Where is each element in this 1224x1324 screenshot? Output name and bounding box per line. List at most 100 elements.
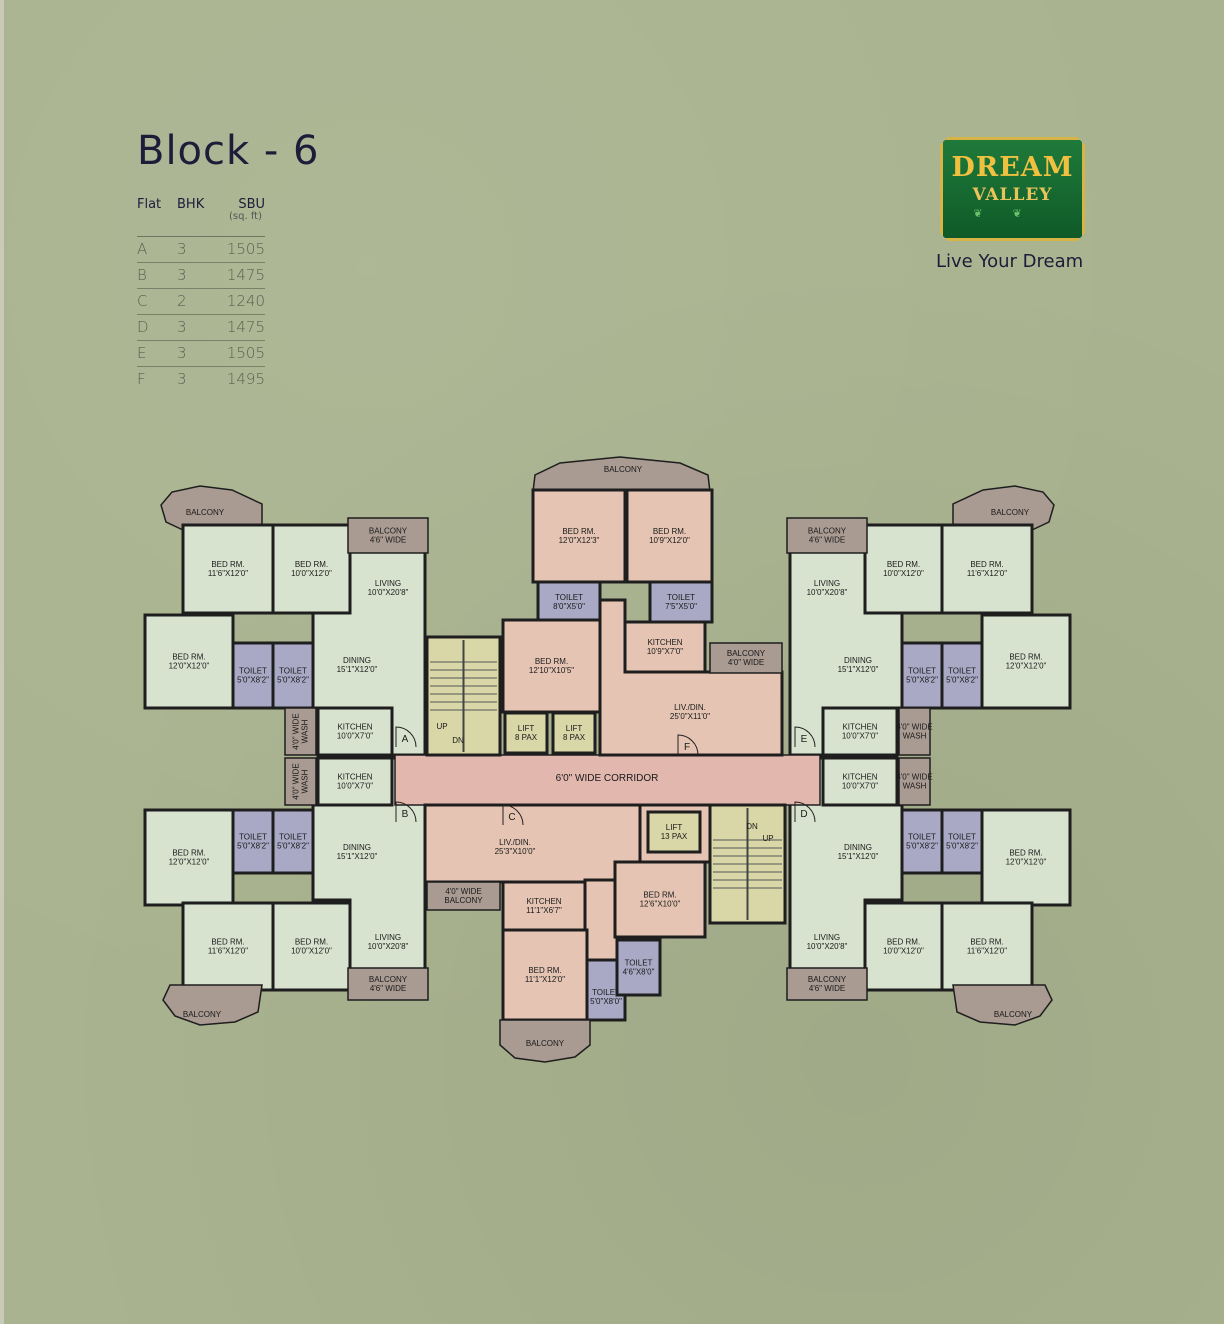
- room-text: LIV./DIN.25'3"X10'0": [495, 838, 536, 856]
- room-label: LIVING: [375, 933, 401, 942]
- room-label: LIVING: [814, 579, 840, 588]
- room-label: LIV./DIN.: [674, 703, 706, 712]
- door-swing-icon: [794, 801, 816, 823]
- room-text: BED RM.10'0"X12'0": [291, 560, 332, 578]
- logo-line2: VALLEY: [972, 185, 1053, 205]
- cell-flat: C: [137, 292, 148, 310]
- room-dim: 5'0"X8'2": [277, 842, 309, 851]
- room-dim: BALCONY: [444, 896, 483, 905]
- flat-door-a: A: [395, 726, 417, 748]
- room-s2-dn: DN: [746, 822, 758, 831]
- room-dim: 4'0" WIDE: [728, 658, 764, 667]
- room-text: BED RM.10'0"X12'0": [883, 560, 924, 578]
- room-dim: 10'0"X20'8": [807, 942, 848, 951]
- dream-valley-logo: DREAM VALLEY ❦❦: [940, 137, 1085, 241]
- room-a-balc-c: BALCONY: [160, 485, 263, 531]
- cell-bhk: 3: [177, 370, 187, 388]
- room-e-bed3: BED RM.12'0"X12'0": [980, 613, 1072, 710]
- room-text: BED RM.12'0"X12'0": [1006, 653, 1047, 671]
- room-e-bed1: BED RM.11'6"X12'0": [940, 523, 1034, 615]
- room-dim: 12'0"X12'0": [169, 858, 210, 867]
- room-dim: 15'1"X12'0": [337, 665, 378, 674]
- room-b-wash: 4'0" WIDEWASH: [284, 757, 317, 806]
- room-dim: 11'6"X12'0": [208, 569, 248, 578]
- cell-sbu: 1505: [226, 344, 265, 362]
- room-text: BED RM.12'10"X10'5": [529, 657, 574, 675]
- room-label: TOILET: [279, 833, 307, 842]
- room-s2-up: UP: [762, 834, 773, 843]
- room-label: BED RM.: [528, 966, 561, 975]
- room-dim: 11'1"X12'0": [525, 975, 565, 984]
- room-dim: 4'6"X8'0": [623, 968, 655, 977]
- room-label: TOILET: [625, 959, 653, 968]
- room-dim: WASH: [301, 769, 310, 793]
- room-text: BED RM.12'6"X10'0": [640, 891, 681, 909]
- room-dim: 11'6"X12'0": [967, 569, 1007, 578]
- room-text: 4'0" WIDEWASH: [292, 713, 310, 749]
- cell-bhk: 2: [177, 292, 187, 310]
- room-label: BED RM.: [970, 560, 1003, 569]
- room-label: TOILET: [239, 833, 267, 842]
- room-text: BED RM.12'0"X12'0": [1006, 849, 1047, 867]
- room-shape: [532, 456, 711, 493]
- room-label: LIFT: [666, 823, 683, 832]
- room-f-balc-c: BALCONY: [532, 456, 711, 493]
- cell-bhk: 3: [177, 266, 187, 284]
- door-letter: A: [402, 734, 409, 745]
- room-dim: 12'0"X12'3": [559, 536, 600, 545]
- room-shape: [863, 523, 944, 615]
- room-shape: [648, 580, 714, 624]
- door-letter: E: [801, 734, 808, 745]
- room-dim: 4'6" WIDE: [809, 984, 845, 993]
- room-a-bed1: BED RM.11'6"X12'0": [181, 523, 275, 615]
- room-label: BALCONY: [604, 465, 643, 474]
- room-label: DINING: [844, 656, 872, 665]
- room-s1-dn: DN: [452, 736, 464, 745]
- cell-bhk: 3: [177, 318, 187, 336]
- room-label: KITCHEN: [842, 723, 877, 732]
- room-shape: [821, 756, 899, 807]
- room-label: DINING: [343, 843, 371, 852]
- room-shape: [786, 517, 868, 554]
- room-text: LIV./DIN.25'0"X11'0": [670, 703, 710, 721]
- room-text: BED RM.11'6"X12'0": [967, 938, 1007, 956]
- room-label: BALCONY: [808, 975, 847, 984]
- room-label: UP: [762, 834, 773, 843]
- room-label: LIFT: [566, 724, 583, 733]
- room-dim: 10'0"X12'0": [291, 947, 332, 956]
- room-text: BED RM.12'0"X12'3": [559, 527, 600, 545]
- room-text: 6'0" WIDE CORRIDOR: [556, 773, 659, 784]
- cell-sbu: 1475: [226, 266, 265, 284]
- room-dim: 5'0"X8'0": [590, 997, 622, 1006]
- room-label: TOILET: [555, 593, 583, 602]
- room-dim: 11'1"X6'7": [526, 906, 562, 915]
- room-shape: [623, 620, 707, 674]
- room-d-bed2: BED RM.10'0"X12'0": [863, 901, 944, 992]
- room-b-bed2: BED RM.10'0"X12'0": [271, 901, 352, 992]
- room-shape: [952, 984, 1053, 1026]
- cell-flat: E: [137, 344, 147, 362]
- room-dim: 25'3"X10'0": [495, 847, 536, 856]
- room-dim: 15'1"X12'0": [838, 852, 879, 861]
- room-label: BED RM.: [211, 938, 244, 947]
- room-dim: 10'0"X7'0": [842, 732, 878, 741]
- room-label: UP: [436, 722, 447, 731]
